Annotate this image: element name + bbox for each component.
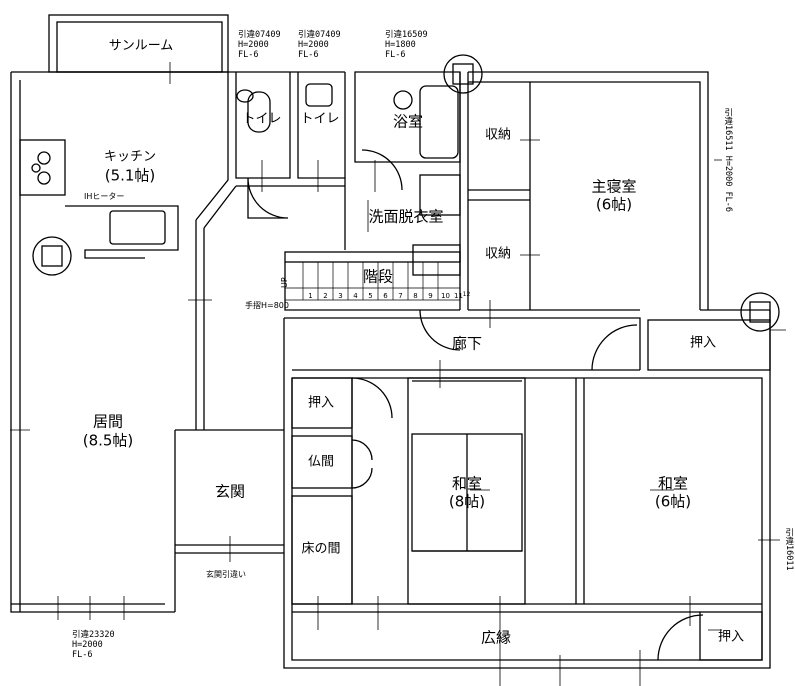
stair-step-number: 11: [454, 292, 463, 300]
bath-door-spec: 引違16509 H=1800 FL-6: [385, 30, 428, 61]
japanese-room-1-label: 和室: [451, 474, 483, 493]
bathroom-label: 浴室: [392, 112, 424, 131]
door-spec-line: 引違07409: [238, 30, 281, 40]
stair-step-number: 1: [308, 292, 313, 300]
door-spec-line: FL-6: [385, 50, 406, 61]
door-spec-line: FL-6: [298, 50, 319, 61]
japanese-room-2-label: 和室: [657, 474, 689, 493]
living-label: 居間: [92, 412, 124, 431]
hallway-label: 廊下: [451, 334, 483, 353]
stair-step-number: 12: [462, 291, 471, 298]
toilet-2-label: トイレ: [300, 111, 340, 127]
master-bedroom-size-label: (6帖): [595, 195, 633, 214]
altar-room-label: 仏間: [307, 454, 335, 470]
storage-1-label: 収納: [484, 127, 512, 143]
storage-2-label: 収納: [484, 246, 512, 262]
door-spec-line: 引違16509: [385, 30, 428, 40]
entrance-label: 玄関: [214, 482, 246, 501]
toilet-2-door-spec: 引違07409 H=2000 FL-6: [298, 30, 341, 61]
stairs-label: 階段: [362, 267, 394, 286]
japanese-room-1-size-label: (8帖): [448, 492, 486, 511]
door-spec-line: H=2000: [238, 40, 269, 51]
stair-step-number: 3: [338, 292, 343, 300]
door-spec-line: FL-6: [72, 650, 93, 661]
door-spec-line: 引違07409: [298, 30, 341, 40]
door-spec-line: H=1800: [385, 40, 416, 51]
sunroom-label: サンルーム: [108, 38, 174, 54]
kitchen-size-label: (5.1帖): [104, 166, 156, 185]
stair-step-number: 10: [441, 292, 450, 300]
toilet-1-label: トイレ: [242, 111, 282, 127]
stair-step-number: 7: [398, 292, 403, 300]
alcove-label: 床の間: [301, 541, 341, 557]
stair-step-number: 8: [413, 292, 418, 300]
kitchen-label: キッチン: [103, 149, 157, 165]
ih-heater-label: IHヒーター: [84, 192, 125, 201]
living-door-spec: 引違23320 H=2000 FL-6: [72, 630, 115, 661]
door-spec-line: H=2000: [72, 640, 103, 651]
japanese-room-door-spec: 引違16011: [783, 528, 794, 571]
japanese-room-2-size-label: (6帖): [654, 492, 692, 511]
closet-west-label: 押入: [307, 395, 335, 411]
closet-veranda-label: 押入: [717, 629, 745, 645]
stair-step-number: 2: [323, 292, 328, 300]
veranda-label: 広縁: [480, 628, 512, 647]
stair-step-number: 9: [428, 292, 433, 300]
stair-up-label: UP: [279, 277, 289, 288]
entrance-door-label: 玄関引違い: [206, 570, 246, 579]
door-spec-line: 引違23320: [72, 630, 115, 640]
bedroom-door-spec: 引違16511 H=2000 FL-6: [722, 108, 733, 212]
door-spec-line: H=2000: [298, 40, 329, 51]
closet-east-label: 押入: [689, 335, 717, 351]
master-bedroom-label: 主寝室: [591, 177, 637, 196]
stair-step-number: 6: [383, 292, 388, 300]
living-size-label: (8.5帖): [82, 431, 134, 450]
toilet-1-door-spec: 引違07409 H=2000 FL-6: [238, 30, 281, 61]
door-spec-line: FL-6: [238, 50, 259, 61]
handrail-label: 手摺H=800: [245, 301, 289, 310]
stair-step-number: 4: [353, 292, 358, 300]
stair-step-number: 5: [368, 292, 373, 300]
washroom-label: 洗面脱衣室: [368, 207, 444, 226]
